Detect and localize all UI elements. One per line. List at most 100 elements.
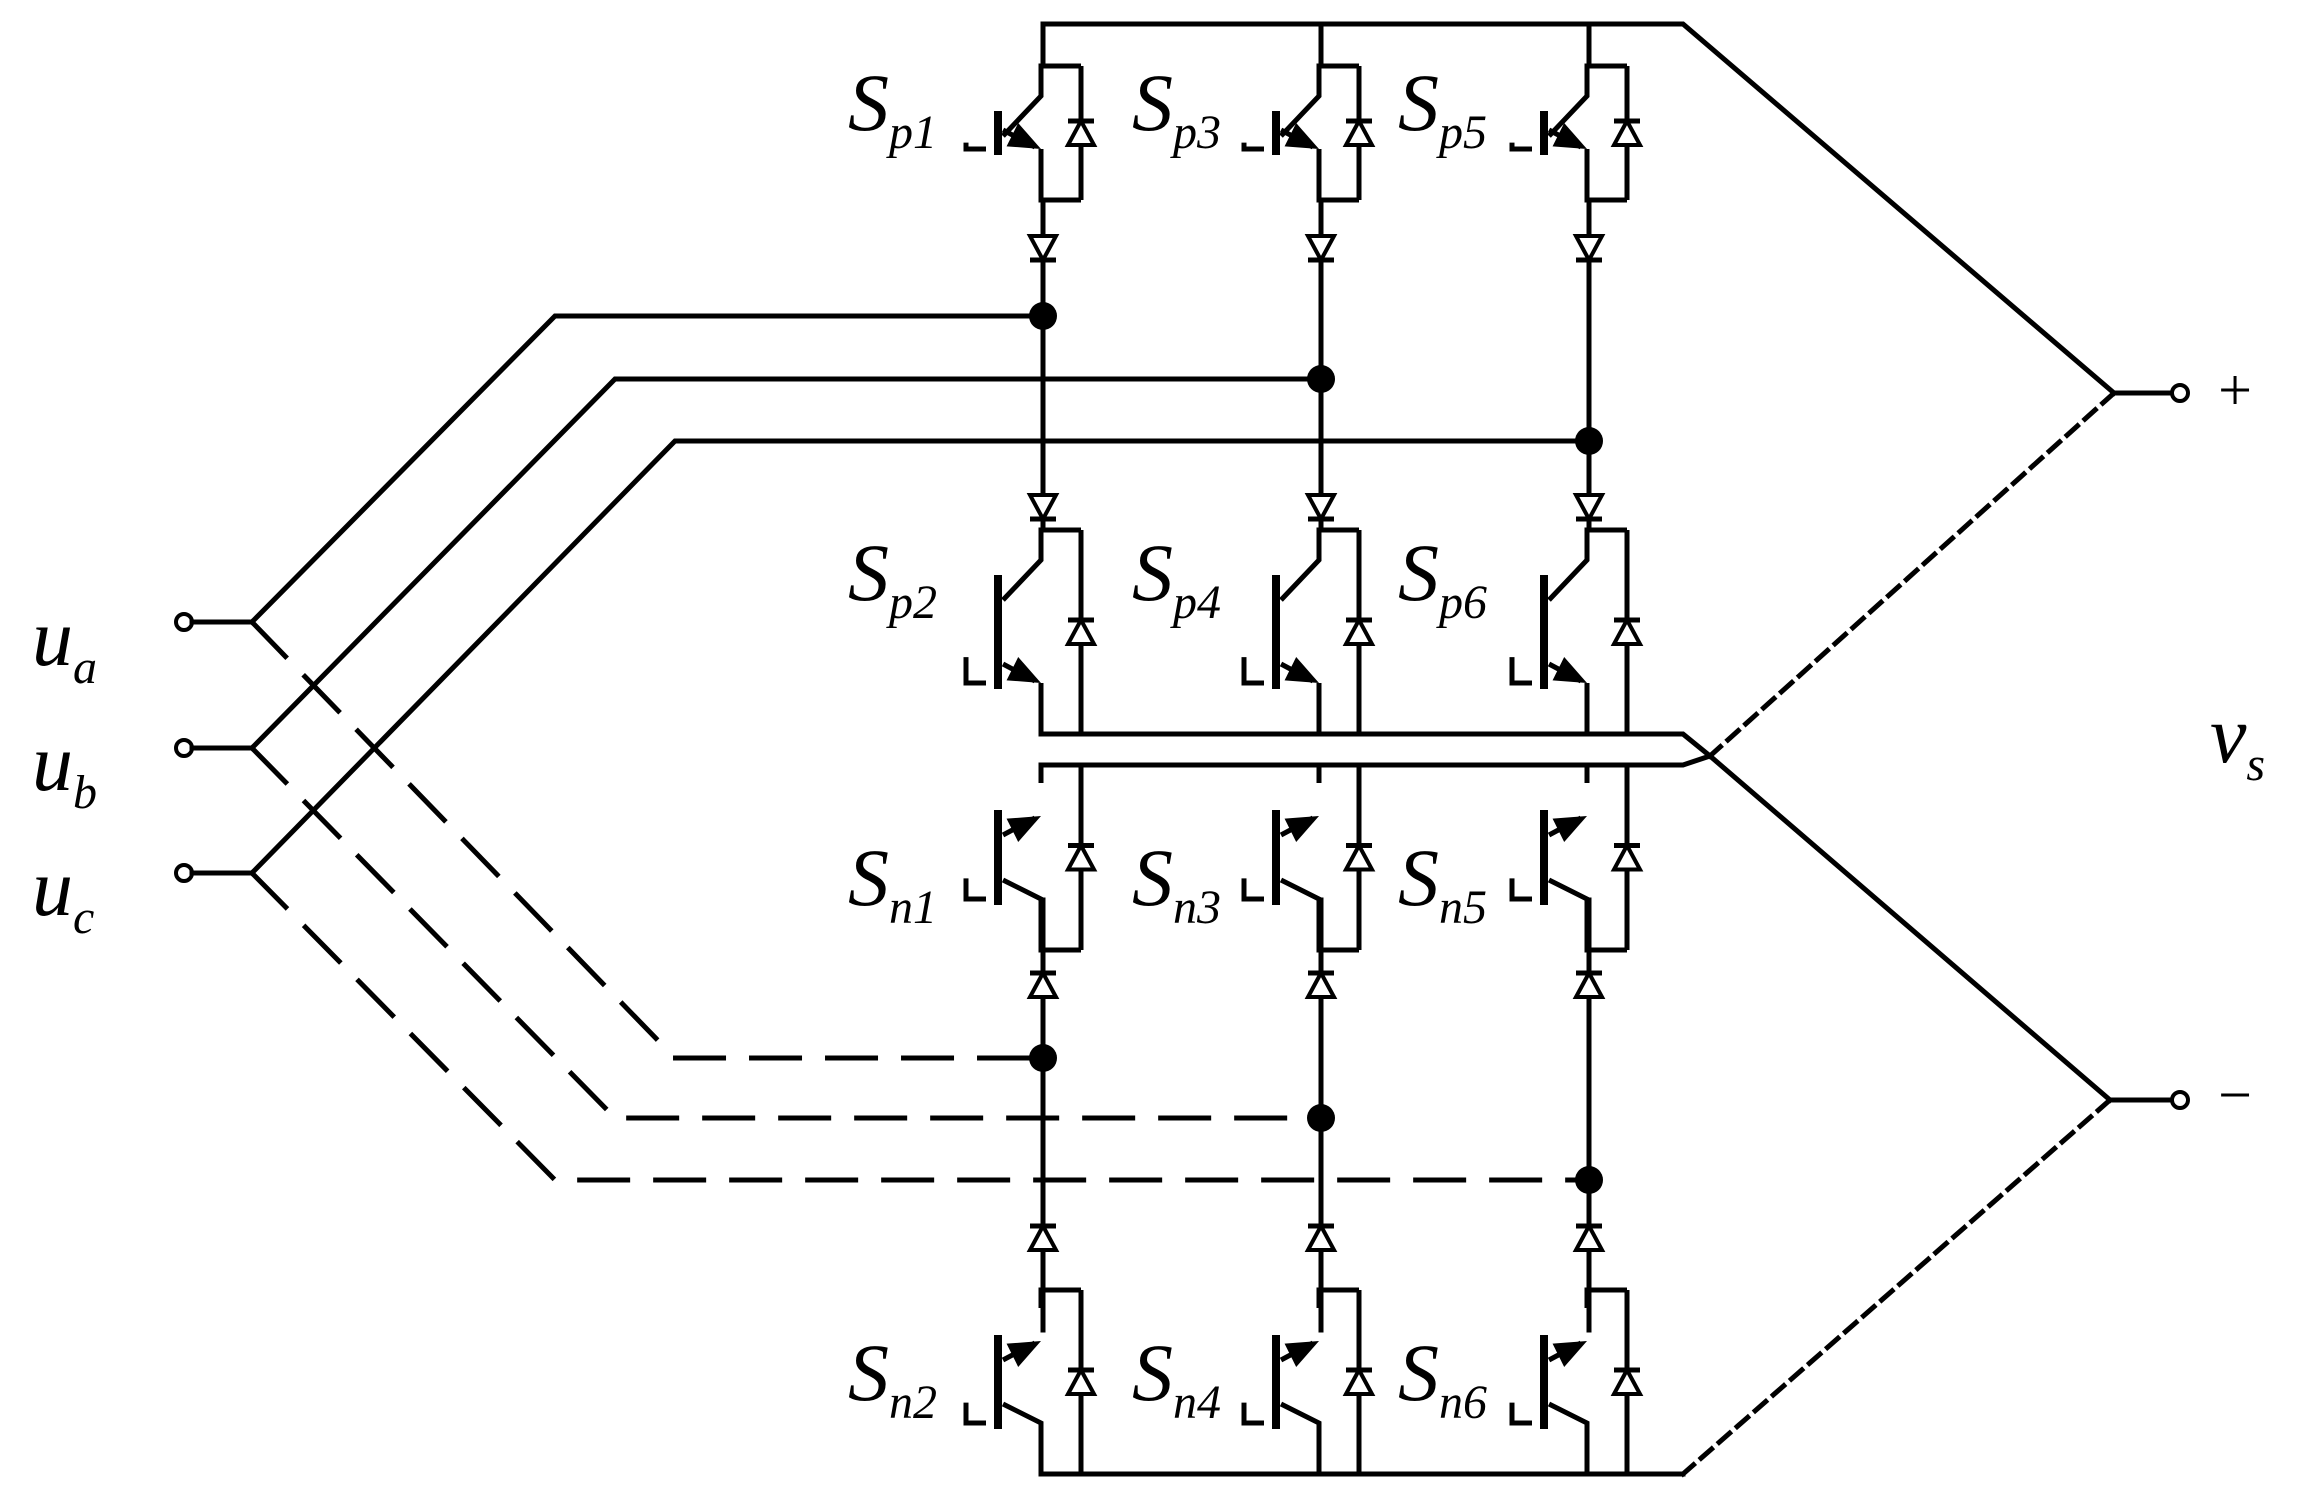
emitter-arrow [1006,657,1041,683]
emitter-arrow [1284,657,1319,683]
diode-triangle [1610,1365,1644,1396]
gate-lead [1509,142,1532,152]
label-Sp5: Sp5 [1398,57,1487,159]
label-Sn2: Sn2 [848,1327,937,1429]
gate-lead [1509,657,1532,686]
label-Sp6: Sp6 [1398,527,1487,629]
diode-triangle [1026,968,1060,999]
gate-plate [994,810,1002,905]
diode-triangle [1572,234,1606,265]
diode-triangle [1026,493,1060,524]
lower-phase-line [248,618,1046,1061]
lower-negative-to-minus [1679,1096,2114,1478]
input-label-a: ua [32,592,97,694]
gate-plate [994,111,1002,155]
label-Sn1: Sn1 [848,832,937,934]
gate-lead [963,142,986,152]
series-diode [1572,968,1606,999]
series-diode [1572,493,1606,524]
emitter-wire [1316,149,1359,203]
igbt-Sn6 [1509,1287,1630,1477]
gate-lead [1241,878,1264,902]
diode-triangle [1572,968,1606,999]
diode-triangle [1610,841,1644,872]
igbt-Sp4 [1241,527,1362,737]
emitter-arrow [1552,123,1587,149]
antiparallel-diode [1610,615,1644,646]
label-Sp1: Sp1 [848,57,937,159]
gate-lead [1241,657,1264,686]
upper-negative-bus [1040,731,1714,760]
igbt-Sn1 [963,762,1084,953]
antiparallel-diode [1610,841,1644,872]
series-diode [1304,968,1338,999]
emitter-arrow [1552,657,1587,683]
labels: Sp1Sp2Sn1Sn2Sp3Sp4Sn3Sn4Sp5Sp6Sn5Sn6uaub… [32,57,2265,1429]
lower-phase-line [248,744,1324,1121]
igbt-Sn3 [1241,762,1362,953]
emitter-wire [1038,683,1081,737]
wiring [174,21,2190,1478]
gate-plate [1540,1335,1548,1429]
antiparallel-diode [1610,1365,1644,1396]
diode-triangle [1026,1221,1060,1252]
diode-triangle [1064,841,1098,872]
emitter-wire [1038,149,1081,203]
plus-terminal [2170,383,2190,403]
igbt-Sp6 [1509,527,1630,737]
collector-wire [1584,1287,1627,1308]
emitter-wire [1279,877,1359,953]
plus-sign: + [2218,357,2252,423]
collector-lead [1001,527,1081,602]
emitter-arrow [1006,1341,1041,1367]
emitter-arrow [1284,123,1319,149]
emitter-arrow [1284,816,1319,842]
gate-plate [994,1335,1002,1429]
collector-lead [1279,527,1359,602]
upper-phase-line [248,438,1592,877]
gate-plate [1272,111,1280,155]
label-Sp2: Sp2 [848,527,937,629]
series-diode [1026,1221,1060,1252]
diode-triangle [1304,968,1338,999]
antiparallel-diode [1342,615,1376,646]
collector-wire [1316,1287,1359,1308]
series-diode [1304,1221,1338,1252]
gate-lead [1509,878,1532,902]
igbt-Sn4 [1241,1287,1362,1477]
gate-plate [1272,810,1280,905]
upper-positive-bus [1040,21,2118,397]
diode-triangle [1342,615,1376,646]
gate-lead [1241,142,1264,152]
emitter-wire [1547,877,1627,953]
gate-plate [994,575,1002,689]
label-Sn6: Sn6 [1398,1327,1487,1429]
diode-triangle [1064,116,1098,147]
antiparallel-diode [1064,1365,1098,1396]
igbt-Sp1 [963,63,1084,203]
gate-plate [1272,1335,1280,1429]
minus-terminal [2170,1090,2190,1110]
antiparallel-diode [1064,841,1098,872]
collector-lead [1547,527,1627,602]
diode-triangle [1064,615,1098,646]
collector-wire [1584,762,1627,783]
antiparallel-diode [1064,615,1098,646]
igbt-Sp2 [963,527,1084,737]
emitter-wire [1584,149,1627,203]
diode-triangle [1572,1221,1606,1252]
emitter-wire [1316,683,1359,737]
antiparallel-diode [1342,1365,1376,1396]
igbt-Sp3 [1241,63,1362,203]
series-diode [1572,1221,1606,1252]
igbt-Sn5 [1509,762,1630,953]
diode-triangle [1610,116,1644,147]
diode-triangle [1342,1365,1376,1396]
label-Sn3: Sn3 [1132,832,1221,934]
emitter-wire [1001,1401,1081,1477]
collector-wire [1038,1287,1081,1308]
emitter-arrow [1552,816,1587,842]
antiparallel-diode [1342,841,1376,872]
series-diode [1026,968,1060,999]
